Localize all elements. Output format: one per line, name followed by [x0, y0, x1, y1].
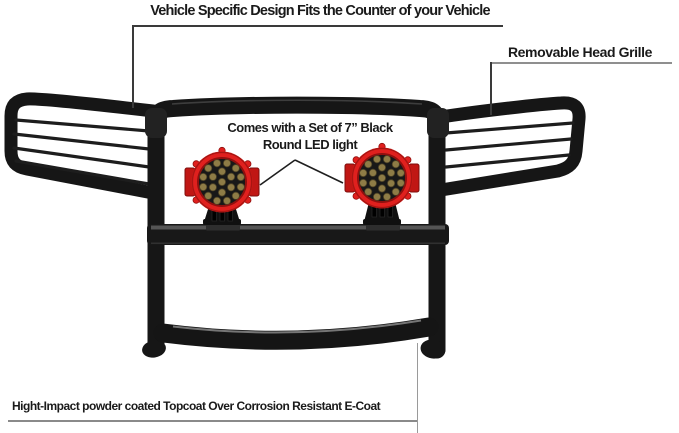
right-headlight-grille	[434, 96, 586, 197]
annotation-vehicle-specific-design: Vehicle Specific Design Fits the Counter…	[150, 3, 490, 19]
annotation-led-light-line2: Round LED light	[262, 137, 358, 152]
annotation-led-light: Comes with a Set of 7” Black Round LED l…	[200, 119, 420, 153]
leader-line-right-underline	[490, 62, 672, 64]
left-headlight-grille	[4, 92, 160, 200]
lower-bumper-bar	[153, 317, 439, 350]
annotation-removable-head-grille: Removable Head Grille	[507, 44, 653, 60]
led-light-right	[344, 142, 420, 225]
leader-line-top-underline	[132, 25, 503, 27]
led-array-right	[359, 155, 405, 201]
leader-line-top-vertical	[132, 25, 134, 108]
leader-line-right-vertical	[490, 62, 492, 115]
main-crossbar	[147, 224, 449, 245]
annotation-powder-coat: Hight-Impact powder coated Topcoat Over …	[12, 399, 381, 413]
led-light-left	[184, 146, 260, 225]
leader-line-bottom-underline	[8, 420, 418, 422]
leader-line-bottom-vertical	[417, 343, 419, 433]
led-array-left	[199, 159, 245, 205]
center-frame	[142, 96, 449, 359]
annotation-led-light-line1: Comes with a Set of 7” Black	[227, 120, 393, 135]
callout-pointer-lines	[259, 159, 344, 186]
